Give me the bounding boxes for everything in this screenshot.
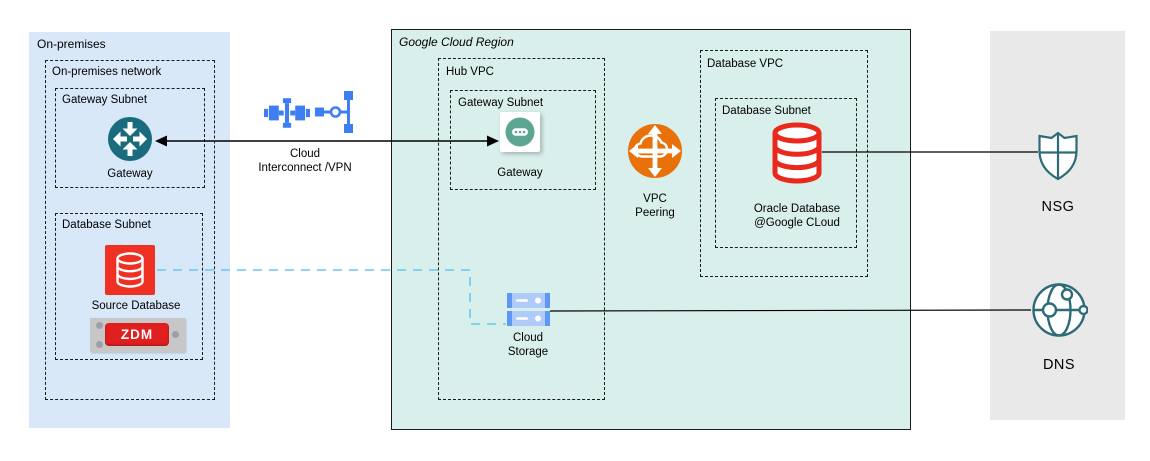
hub-gateway-subnet-box xyxy=(450,90,596,190)
oracle-database-label-line1: Oracle Database xyxy=(753,203,841,215)
cloud-interconnect-icon xyxy=(264,98,310,128)
oracle-database-label-line2: @Google CLoud xyxy=(754,217,840,229)
interconnect-label-line2: Interconnect /VPN xyxy=(258,162,352,174)
cloud-storage-label: Cloud Storage xyxy=(488,331,568,359)
hub-vpc-title: Hub VPC xyxy=(446,66,494,78)
region-title: Google Cloud Region xyxy=(399,35,514,49)
onprem-gateway-label: Gateway xyxy=(107,168,153,180)
onprem-network-box xyxy=(45,60,215,400)
interconnect-label: Cloud Interconnect /VPN xyxy=(245,147,365,175)
hub-vpc-box xyxy=(438,58,605,400)
cloud-storage-label-line2: Storage xyxy=(507,346,549,358)
zdm-badge: ZDM xyxy=(105,323,169,346)
database-vpc-title: Database VPC xyxy=(707,58,784,70)
dns-globe-icon xyxy=(1032,283,1088,337)
onprem-zone xyxy=(29,32,230,428)
nsg-shield-icon xyxy=(1038,131,1078,181)
zdm-bolt-icon xyxy=(172,331,179,338)
google-cloud-region-zone xyxy=(391,29,911,430)
onprem-network-title: On-premises network xyxy=(52,66,162,78)
source-database-label: Source Database xyxy=(91,300,181,312)
vpc-peering-icon xyxy=(628,124,682,178)
database-subnet-title: Database Subnet xyxy=(722,105,811,117)
onprem-gateway-subnet-title: Gateway Subnet xyxy=(62,94,148,106)
onprem-title: On-premises xyxy=(37,37,106,51)
hub-gateway-glyph xyxy=(505,117,535,147)
external-services-zone xyxy=(990,31,1125,420)
vpc-peering-label: VPC Peering xyxy=(615,192,695,220)
dns-label: DNS xyxy=(1042,357,1076,373)
zdm-server-icon: ZDM xyxy=(90,318,185,352)
hub-gateway-label: Gateway xyxy=(497,167,543,179)
oracle-database-label: Oracle Database @Google CLoud xyxy=(727,202,867,230)
vpc-peering-label-line1: VPC xyxy=(643,193,667,205)
source-database-icon xyxy=(105,245,155,295)
database-vpc-box xyxy=(700,50,868,277)
cloud-storage-icon xyxy=(507,293,550,326)
onprem-database-subnet-title: Database Subnet xyxy=(62,219,151,231)
oracle-database-icon xyxy=(772,122,822,184)
zdm-bolt-icon xyxy=(96,322,103,329)
vpn-icon xyxy=(315,91,353,133)
zdm-bolt-icon xyxy=(96,341,103,348)
cloud-storage-label-line1: Cloud xyxy=(512,332,544,344)
nsg-label: NSG xyxy=(1041,199,1075,215)
hub-gateway-icon xyxy=(500,112,540,152)
interconnect-label-line1: Cloud xyxy=(289,148,321,160)
database-subnet-box xyxy=(715,98,857,248)
vpc-peering-label-line2: Peering xyxy=(635,207,675,219)
hub-gateway-subnet-title: Gateway Subnet xyxy=(458,97,544,109)
onprem-gateway-subnet-box xyxy=(55,88,205,188)
onprem-gateway-icon xyxy=(108,117,152,161)
